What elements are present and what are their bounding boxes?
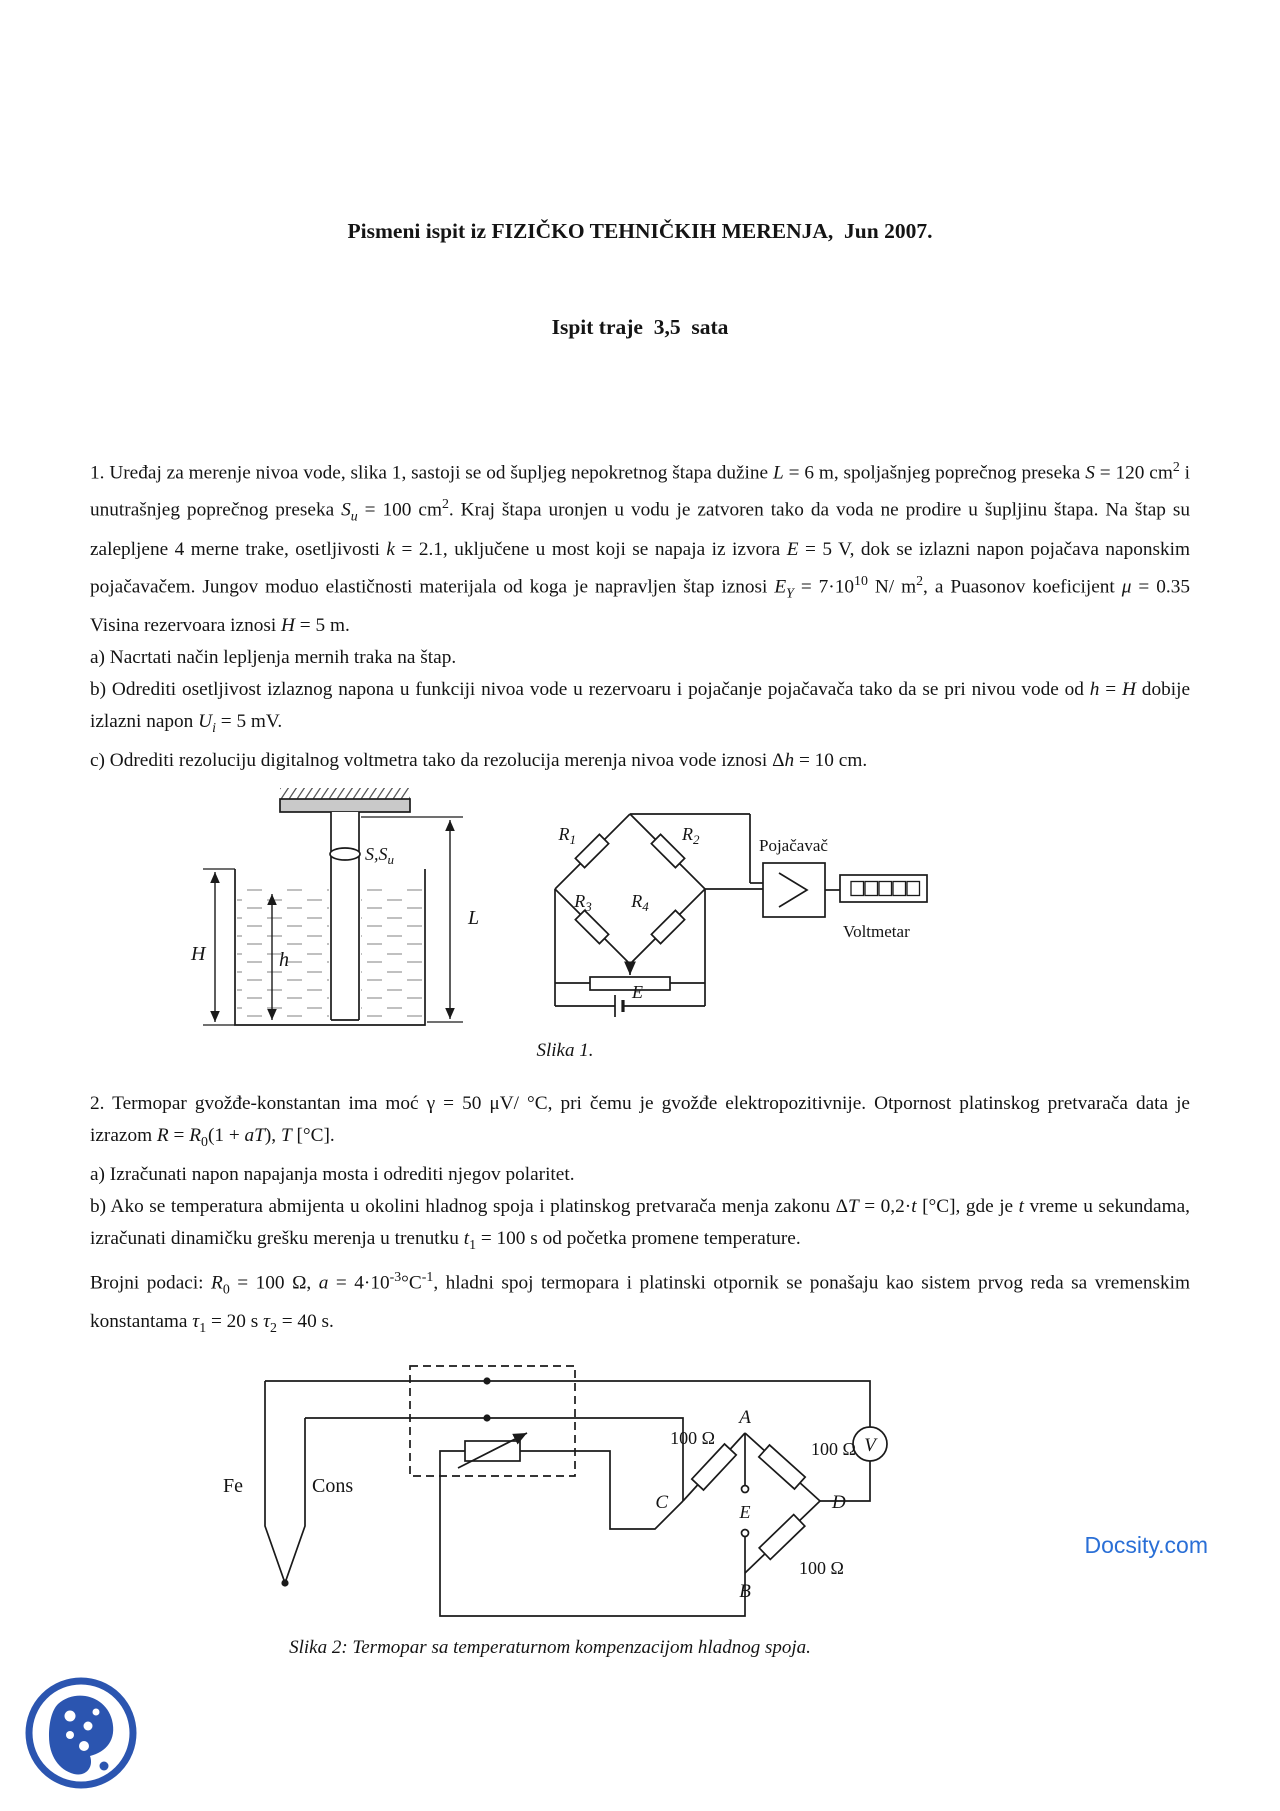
label-node-D: D bbox=[831, 1492, 846, 1513]
label-R2: R2 bbox=[681, 824, 700, 847]
problem-1-item-b: b) Odrediti osetljivost izlaznog napona … bbox=[90, 678, 1190, 736]
label-rod-section: S,Su bbox=[365, 844, 395, 867]
label-100ohm-bottom: 100 Ω bbox=[799, 1558, 844, 1578]
figure-2-drawing: Fe Cons 100 Ω 100 Ω 100 Ω A B C D E V bbox=[223, 1364, 888, 1617]
label-100ohm-left: 100 Ω bbox=[670, 1428, 715, 1448]
voltmeter-display bbox=[839, 873, 928, 903]
wire-voltmeter-to-d bbox=[820, 1460, 871, 1502]
amplifier-symbol bbox=[778, 872, 809, 908]
exam-title-line1: Pismeni ispit iz FIZIČKO TEHNIČKIH MEREN… bbox=[347, 218, 933, 243]
dimension-ticks bbox=[203, 816, 463, 1026]
wire-resistor-to-b bbox=[439, 1449, 746, 1617]
resistor-r4 bbox=[650, 909, 686, 945]
problem-2-data: Brojni podaci: R0 = 100 Ω, a = 4·10-3°C-… bbox=[90, 1269, 1191, 1336]
bridge-resistor-right bbox=[757, 1443, 807, 1490]
brand-link[interactable]: Docsity.com bbox=[1084, 1532, 1208, 1558]
problem-1: 1. Uređaj za merenje nivoa vode, slika 1… bbox=[90, 452, 1190, 777]
ceiling-hatch bbox=[280, 787, 410, 799]
tank-outline bbox=[234, 868, 426, 1026]
exam-title-line2: Ispit traje 3,5 sata bbox=[551, 315, 729, 340]
label-node-C: C bbox=[655, 1492, 668, 1513]
problem-2-intro: 2. Termopar gvožđe-konstantan ima moć γ … bbox=[90, 1092, 1190, 1150]
label-R1: R1 bbox=[558, 824, 577, 847]
docsity-logo[interactable] bbox=[22, 1672, 140, 1799]
problem-2-item-b: b) Ako se temperatura abmijenta u okolin… bbox=[90, 1195, 1190, 1253]
problem-1-item-a: a) Nacrtati način lepljenja mernih traka… bbox=[90, 646, 457, 668]
isothermal-box bbox=[409, 1364, 576, 1477]
figure-1: S,Su L H h R1 R2 R3 R4 E Pojačavač Voltm… bbox=[90, 787, 1190, 1062]
cold-junction-dot-bottom bbox=[483, 1414, 491, 1422]
figure-2: Fe Cons 100 Ω 100 Ω 100 Ω A B C D E V Sl… bbox=[90, 1361, 1190, 1659]
label-R4: R4 bbox=[630, 891, 649, 914]
potentiometer bbox=[589, 975, 671, 991]
platinum-resistor bbox=[457, 1431, 528, 1469]
label-H: H bbox=[190, 943, 207, 965]
exam-title: Pismeni ispit iz FIZIČKO TEHNIČKIH MEREN… bbox=[90, 150, 1190, 408]
source-terminal-top bbox=[740, 1484, 750, 1494]
amplifier-box bbox=[762, 861, 826, 918]
label-voltmeter: Voltmetar bbox=[843, 922, 910, 941]
problem-1-intro: 1. Uređaj za merenje nivoa vode, slika 1… bbox=[90, 460, 1190, 636]
source-terminal-bottom bbox=[740, 1528, 750, 1538]
label-node-A: A bbox=[737, 1407, 751, 1428]
thermocouple-junction bbox=[264, 1380, 306, 1587]
wheatstone-bridge bbox=[554, 812, 928, 1017]
figure-1-drawing: S,Su L H h R1 R2 R3 R4 E Pojačavač Voltm… bbox=[190, 787, 928, 1026]
bridge-diamond bbox=[682, 1432, 821, 1574]
label-source-E: E bbox=[739, 1502, 751, 1522]
wire-resistor-to-c bbox=[520, 1449, 684, 1530]
wire-cons-to-c bbox=[305, 1416, 684, 1501]
figure-2-labels: Fe Cons 100 Ω 100 Ω 100 Ω A B C D E V bbox=[223, 1407, 878, 1602]
label-node-B: B bbox=[739, 1581, 751, 1602]
water-texture-right bbox=[361, 886, 423, 1023]
label-R3: R3 bbox=[573, 891, 592, 914]
wire-fe-to-voltmeter bbox=[265, 1379, 871, 1427]
label-cons: Cons bbox=[312, 1475, 353, 1497]
label-fe: Fe bbox=[223, 1475, 243, 1497]
hollow-rod bbox=[329, 811, 361, 1021]
label-amplifier: Pojačavač bbox=[759, 836, 828, 855]
figure-1-caption: Slika 1. bbox=[536, 1039, 594, 1061]
label-E-source: E bbox=[631, 982, 643, 1002]
water-texture-left bbox=[237, 886, 329, 1023]
label-L: L bbox=[467, 907, 479, 929]
label-voltmeter-V: V bbox=[864, 1435, 878, 1456]
resistor-r3 bbox=[574, 909, 610, 945]
resistor-r2 bbox=[650, 833, 686, 869]
figure-1-labels: S,Su L H h R1 R2 R3 R4 E Pojačavač Voltm… bbox=[190, 824, 910, 1002]
amplifier bbox=[630, 812, 840, 918]
problem-2: 2. Termopar gvožđe-konstantan ima moć γ … bbox=[90, 1088, 1190, 1345]
dimension-arrows bbox=[210, 819, 455, 1022]
support-bar bbox=[279, 797, 411, 813]
battery-symbol bbox=[614, 994, 625, 1017]
bridge-resistor-bottom bbox=[757, 1513, 807, 1561]
label-100ohm-right: 100 Ω bbox=[811, 1439, 856, 1459]
resistor-r1 bbox=[574, 833, 610, 869]
cold-junction-dot-top bbox=[483, 1377, 491, 1385]
label-h: h bbox=[279, 949, 289, 971]
bridge-resistor-left bbox=[690, 1442, 738, 1491]
problem-1-item-c: c) Odrediti rezoluciju digitalnog voltme… bbox=[90, 749, 868, 771]
figure-2-caption: Slika 2: Termopar sa temperaturnom kompe… bbox=[289, 1636, 811, 1658]
level-apparatus bbox=[203, 787, 463, 1026]
rod-cross-section bbox=[329, 846, 361, 861]
thermocouple-circuit bbox=[264, 1364, 888, 1617]
problem-2-item-a: a) Izračunati napon napajanja mosta i od… bbox=[90, 1163, 575, 1185]
docsity-logo-drawing bbox=[25, 1677, 137, 1789]
